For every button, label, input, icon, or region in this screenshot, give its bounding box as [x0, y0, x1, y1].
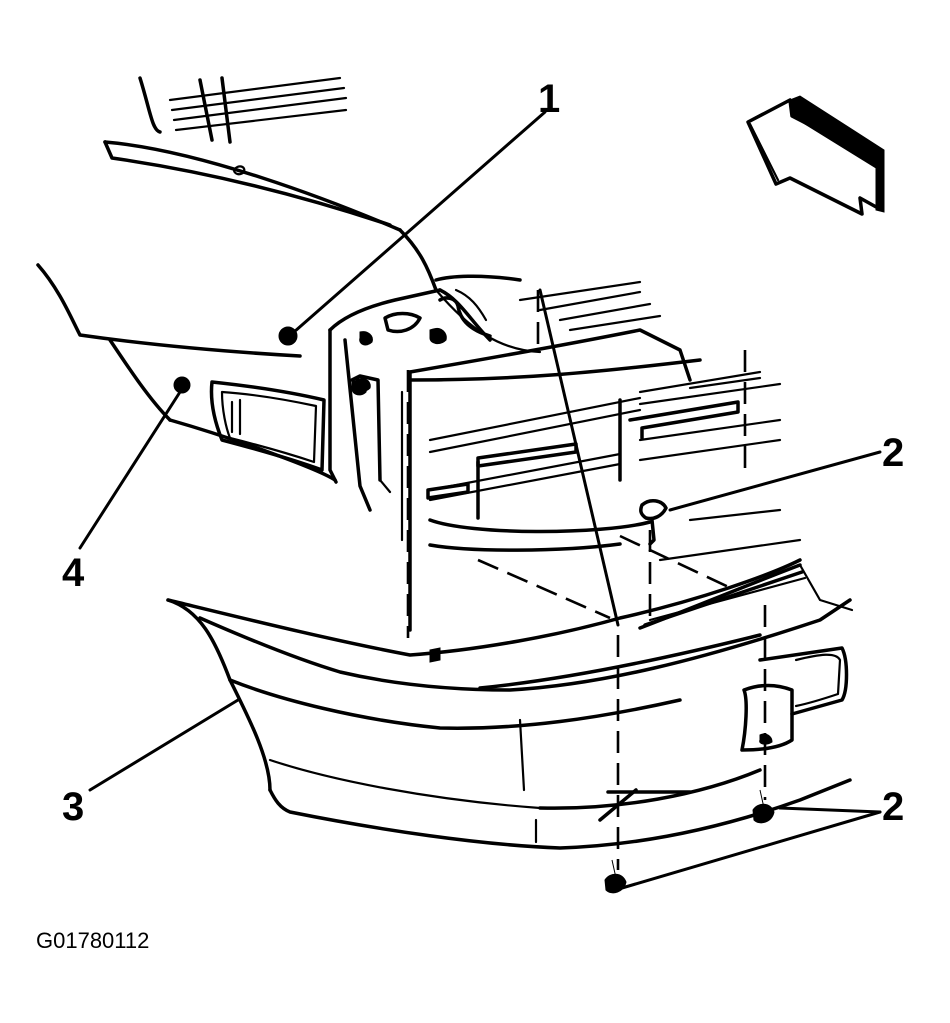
fasteners: [173, 326, 775, 894]
callout-4: 4: [62, 551, 85, 595]
fastener-item-4: [173, 376, 191, 394]
callout-2-upper: 2: [882, 431, 904, 475]
fender-body: [36, 76, 438, 358]
inner-panel: [108, 274, 542, 512]
callout-3: 3: [62, 785, 84, 829]
bolt-icon: [604, 859, 627, 894]
bumper-fascia: [166, 558, 854, 850]
front-direction-arrow-icon: [746, 95, 885, 216]
bolt-icon: [752, 789, 775, 824]
figure-id: G01780112: [36, 928, 149, 953]
callout-2-lower: 2: [882, 785, 904, 829]
leader-lines: [78, 110, 882, 890]
fastener-item-1: [278, 326, 298, 346]
alignment-lines: [406, 290, 767, 870]
impact-bar: [400, 280, 802, 632]
callout-1: 1: [538, 77, 560, 121]
push-pin-fastener-icon: [639, 499, 668, 546]
